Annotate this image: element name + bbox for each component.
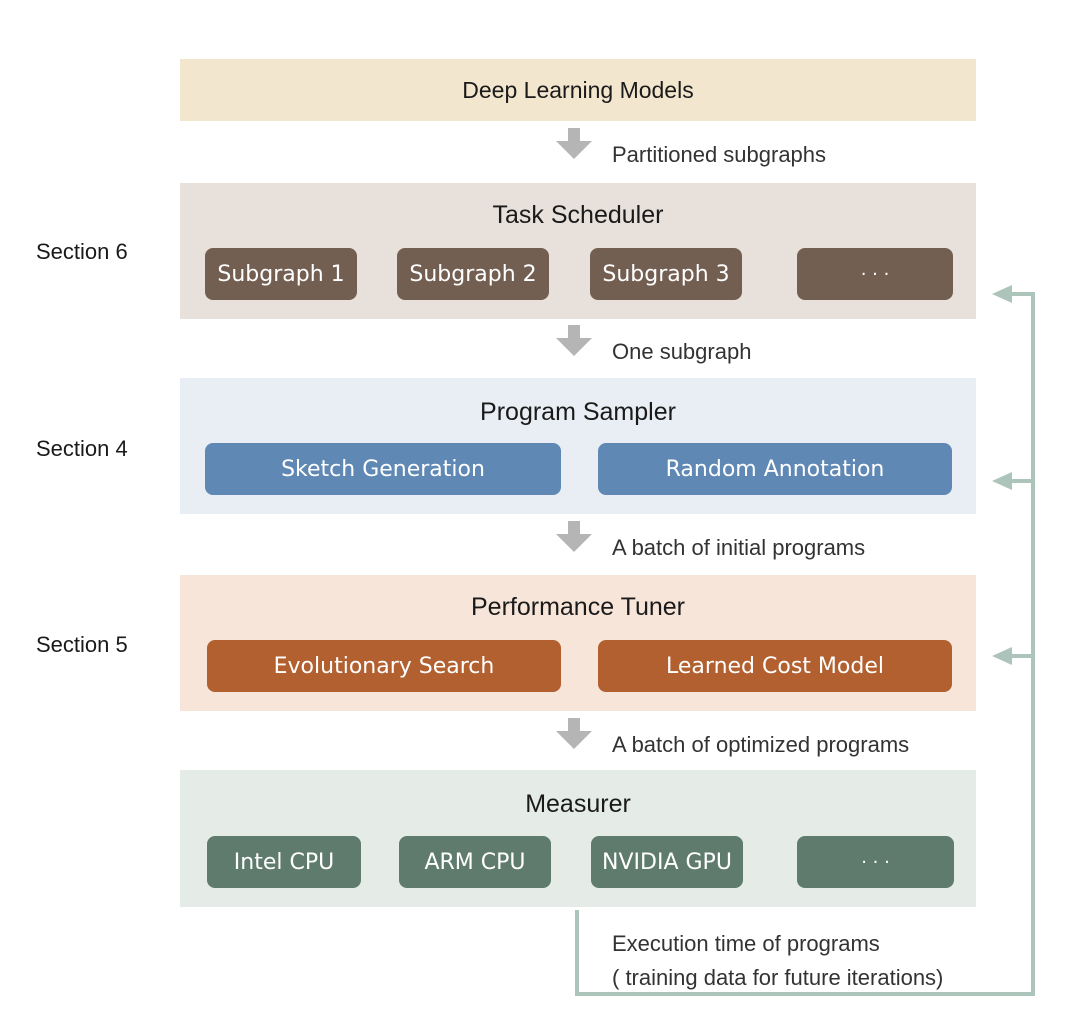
program-sampler-title: Program Sampler <box>480 398 676 426</box>
measurer-more-chip: · · · <box>797 836 954 888</box>
arrow-down-1 <box>556 128 592 159</box>
subgraph-1-chip: Subgraph 1 <box>205 248 357 300</box>
performance-tuner-panel: Performance Tuner Evolutionary Search Le… <box>180 575 976 711</box>
feedback-label-line2: ( training data for future iterations) <box>612 965 944 990</box>
arrow-down-3 <box>556 521 592 552</box>
feedback-label-line1: Execution time of programs <box>612 931 880 956</box>
sketch-generation-chip: Sketch Generation <box>205 443 561 495</box>
subgraph-3-chip: Subgraph 3 <box>590 248 742 300</box>
learned-cost-model-chip: Learned Cost Model <box>598 640 952 692</box>
measurer-title: Measurer <box>525 790 631 818</box>
flow-label-partitioned-subgraphs: Partitioned subgraphs <box>612 142 827 167</box>
feedback-arrowhead-task-scheduler <box>992 285 1012 303</box>
arrow-down-4 <box>556 718 592 749</box>
arm-cpu-chip: ARM CPU <box>399 836 551 888</box>
section-label-5: Section 5 <box>36 632 128 657</box>
intel-cpu-chip: Intel CPU <box>207 836 361 888</box>
evolutionary-search-chip: Evolutionary Search <box>207 640 561 692</box>
arrow-down-2 <box>556 325 592 356</box>
task-scheduler-panel: Task Scheduler Subgraph 1 Subgraph 2 Sub… <box>180 183 976 319</box>
section-label-4: Section 4 <box>36 436 128 461</box>
subgraph-2-chip: Subgraph 2 <box>397 248 549 300</box>
program-sampler-panel: Program Sampler Sketch Generation Random… <box>180 378 976 514</box>
feedback-loop <box>575 292 1035 996</box>
flow-label-optimized-programs: A batch of optimized programs <box>612 732 910 757</box>
flow-label-initial-programs: A batch of initial programs <box>612 535 866 560</box>
random-annotation-chip: Random Annotation <box>598 443 952 495</box>
flow-label-one-subgraph: One subgraph <box>612 339 752 364</box>
nvidia-gpu-chip: NVIDIA GPU <box>591 836 743 888</box>
task-scheduler-title: Task Scheduler <box>492 201 664 229</box>
measurer-panel: Measurer Intel CPU ARM CPU NVIDIA GPU · … <box>180 770 976 907</box>
subgraph-more-chip: · · · <box>797 248 953 300</box>
feedback-arrowhead-performance-tuner <box>992 647 1012 665</box>
feedback-label: Execution time of programs ( training da… <box>612 927 943 995</box>
feedback-arrowhead-program-sampler <box>992 472 1012 490</box>
deep-learning-models-box: Deep Learning Models <box>180 59 976 121</box>
deep-learning-models-label: Deep Learning Models <box>462 76 694 103</box>
performance-tuner-title: Performance Tuner <box>471 593 685 621</box>
section-label-6: Section 6 <box>36 239 128 264</box>
